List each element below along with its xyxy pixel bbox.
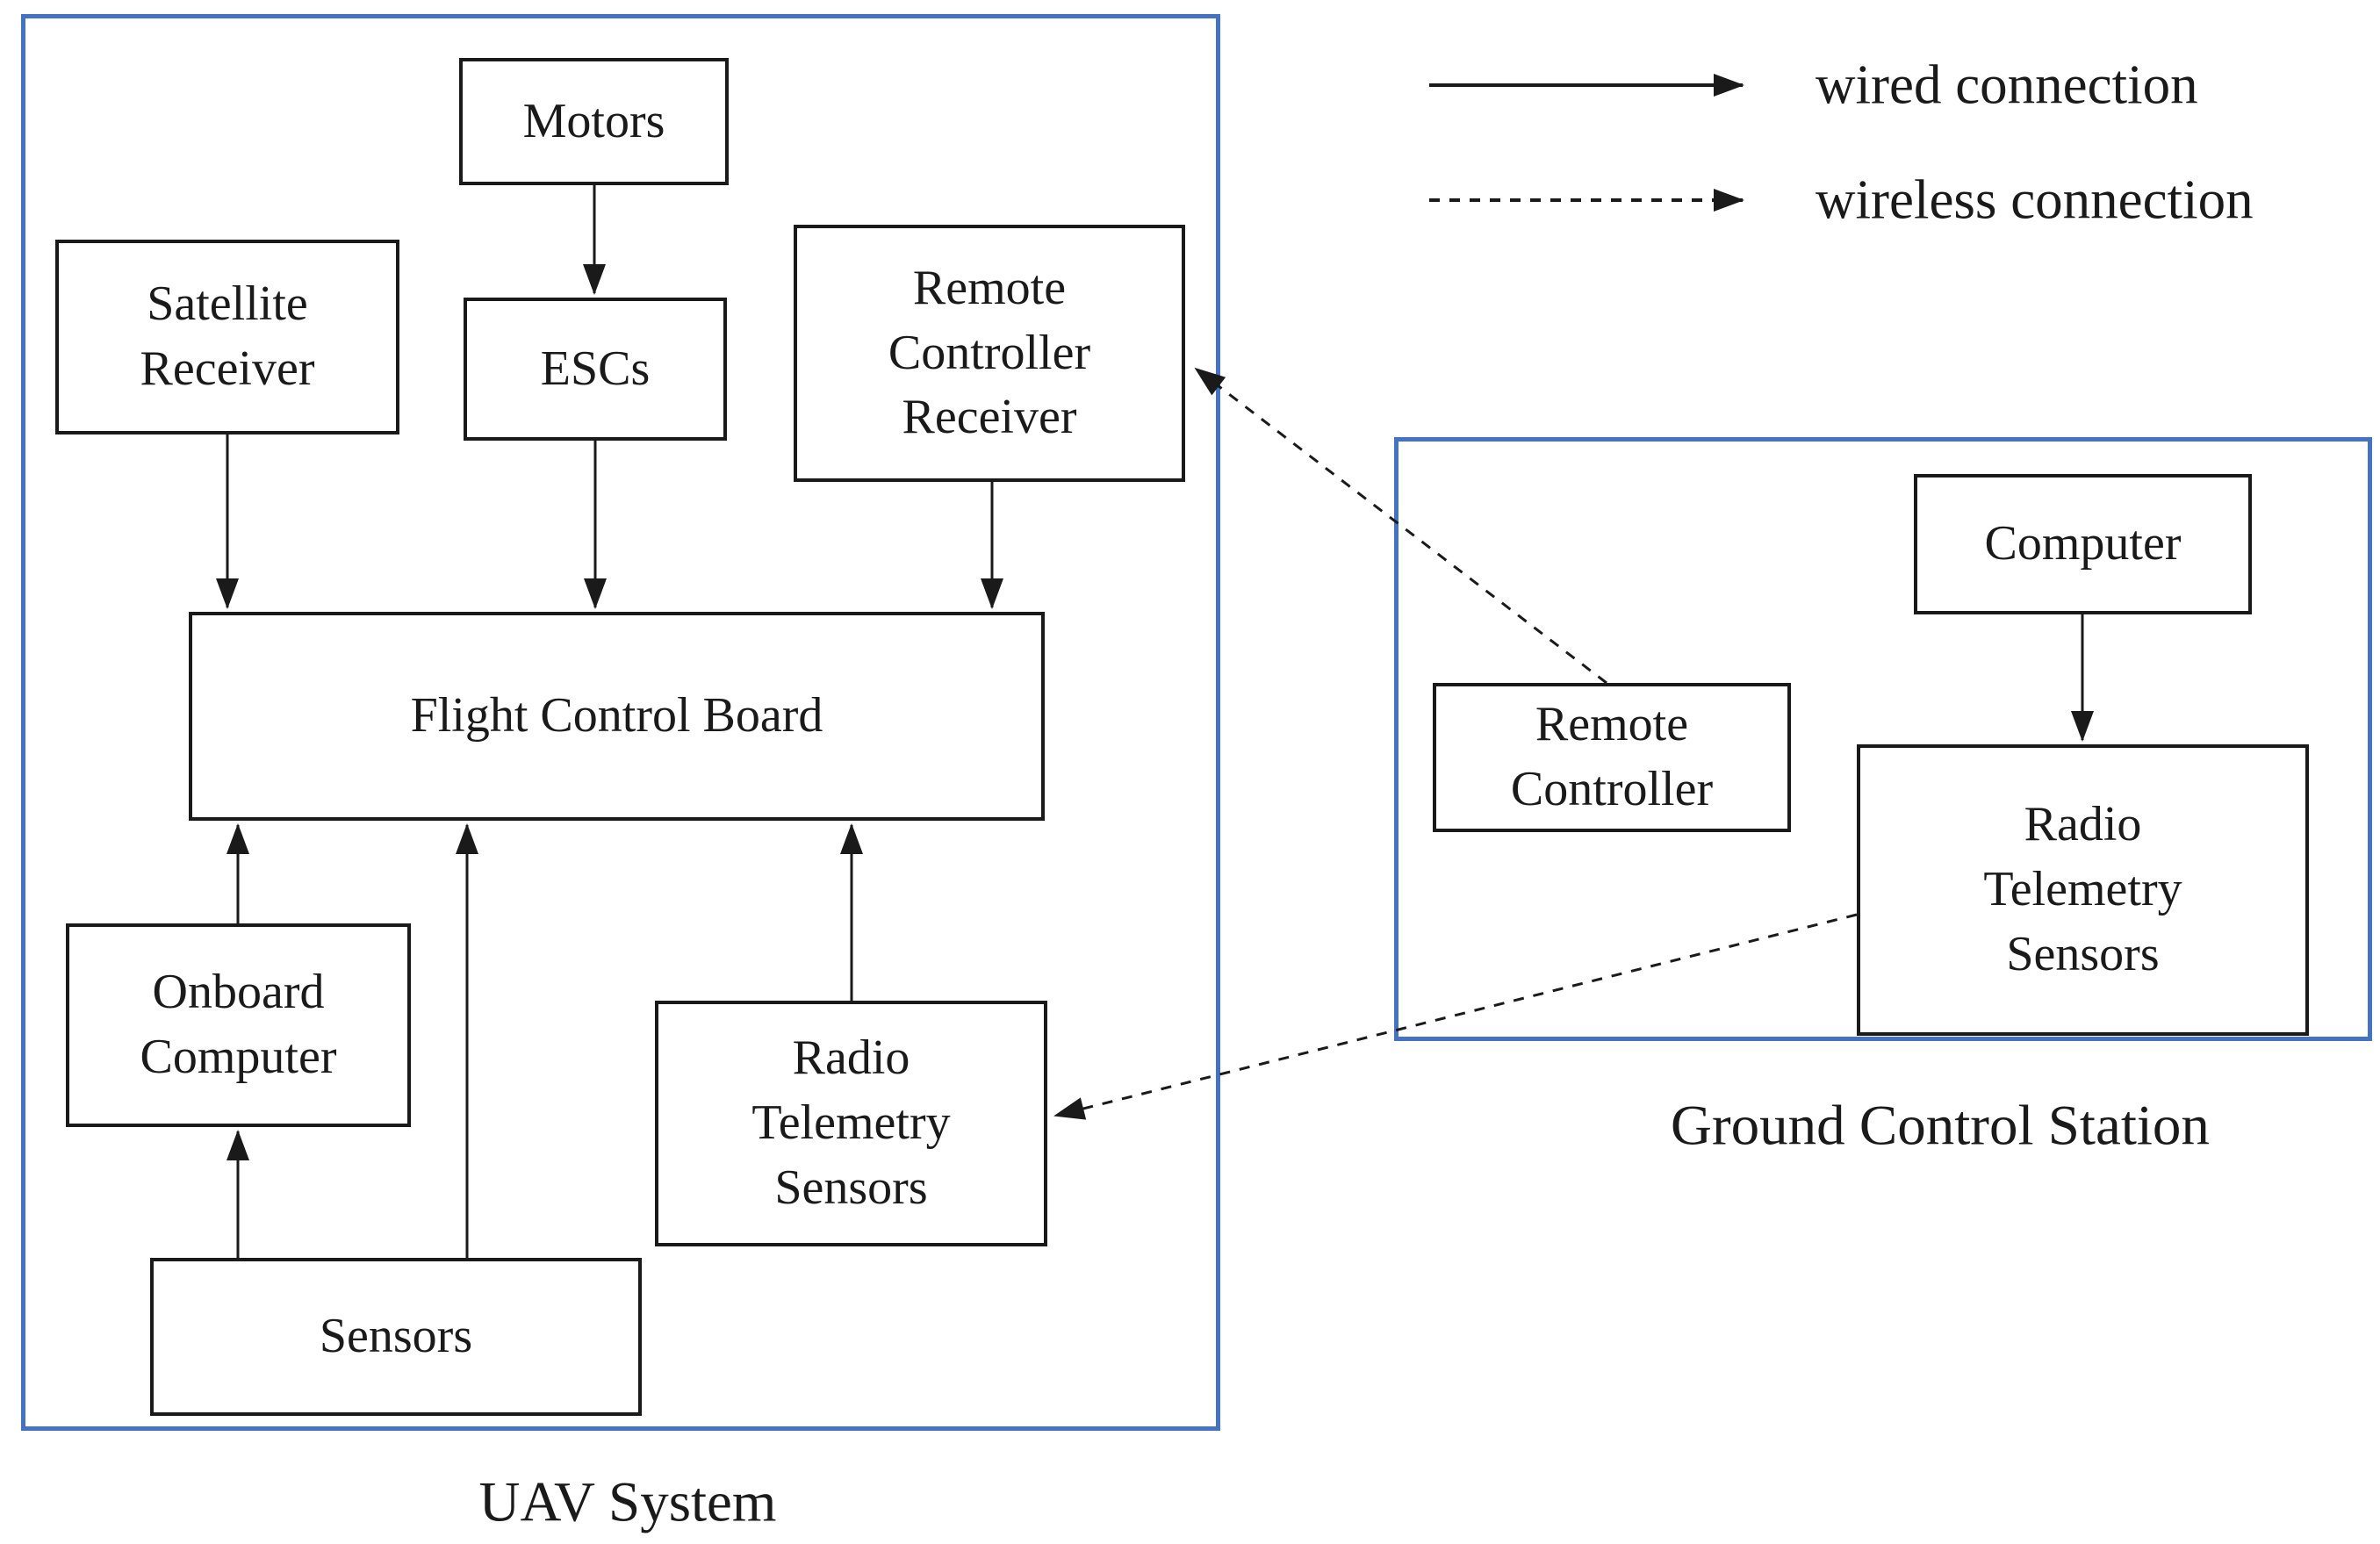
- ground-control-station-caption: Ground Control Station: [1671, 1094, 2210, 1158]
- node-flight-control-board: Flight Control Board: [189, 612, 1045, 821]
- node-computer: Computer: [1914, 474, 2252, 614]
- node-sensors: Sensors: [150, 1258, 642, 1416]
- legend-wireless-label: wireless connection: [1816, 169, 2254, 231]
- node-escs: ESCs: [464, 298, 727, 441]
- arrow-radio-telemetry-gcs-to-radio-telemetry-uav: [1053, 913, 1858, 1120]
- node-remote-controller-receiver: Remote Controller Receiver: [794, 225, 1185, 482]
- uav-system-frame: [21, 14, 1220, 1431]
- node-motors: Motors: [459, 58, 729, 185]
- ground-control-station-frame: [1394, 437, 2372, 1041]
- node-remote-controller: Remote Controller: [1433, 683, 1791, 832]
- arrow-remote-controller-to-remote-controller-receiver: [1194, 367, 1607, 685]
- node-onboard-computer: Onboard Computer: [66, 923, 411, 1127]
- node-satellite-receiver: Satellite Receiver: [55, 240, 399, 434]
- legend-wired-label: wired connection: [1816, 54, 2198, 116]
- node-radio-telemetry-sensors-gcs: Radio Telemetry Sensors: [1857, 744, 2309, 1036]
- uav-system-caption: UAV System: [478, 1470, 777, 1534]
- node-radio-telemetry-sensors-uav: Radio Telemetry Sensors: [655, 1001, 1047, 1246]
